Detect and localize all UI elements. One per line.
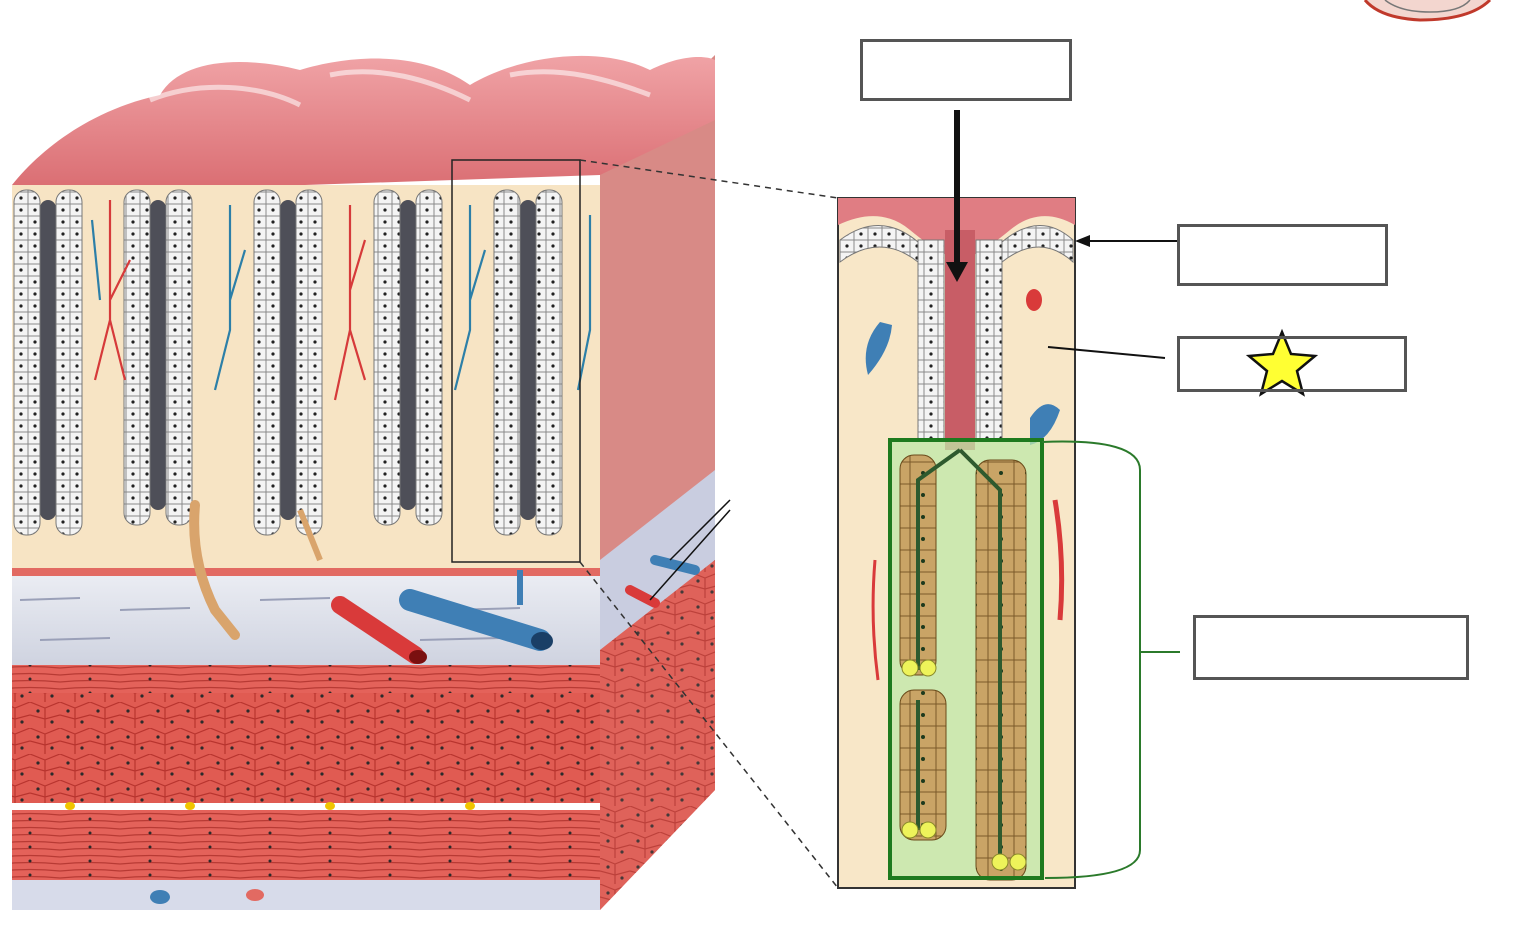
- nerve-fiber: [189, 500, 240, 640]
- gastric-gland: [899, 448, 1027, 881]
- gland-bracket: [1041, 440, 1141, 879]
- muscularis-mucosae: [12, 665, 600, 693]
- selection-box: [451, 159, 581, 563]
- label-box-top[interactable]: [860, 39, 1072, 101]
- annotation-lines: [946, 110, 1178, 359]
- label-box-lamina-propria[interactable]: [1177, 336, 1407, 392]
- venule: [865, 322, 892, 375]
- gland-outline: [888, 438, 1044, 880]
- projection-line-bottom: [579, 561, 839, 889]
- longitudinal-muscle: [12, 810, 600, 880]
- circular-muscle: [12, 693, 600, 803]
- mucosal-folds: [13, 189, 592, 536]
- submucosal-vessels: [189, 500, 700, 664]
- label-box-epithelium[interactable]: [1177, 224, 1388, 286]
- star-icon: [1245, 328, 1319, 397]
- submucosa-front: [12, 570, 600, 665]
- label-box-gland[interactable]: [1193, 615, 1469, 680]
- logo-fragment: [1363, 0, 1492, 22]
- vein: [399, 589, 551, 651]
- artery: [331, 596, 424, 664]
- gland-detail-panel: [837, 197, 1180, 889]
- lamina-leader: [1047, 346, 1166, 359]
- tissue-block: [12, 55, 839, 910]
- serosa: [12, 880, 600, 910]
- side-muscle: [600, 560, 715, 910]
